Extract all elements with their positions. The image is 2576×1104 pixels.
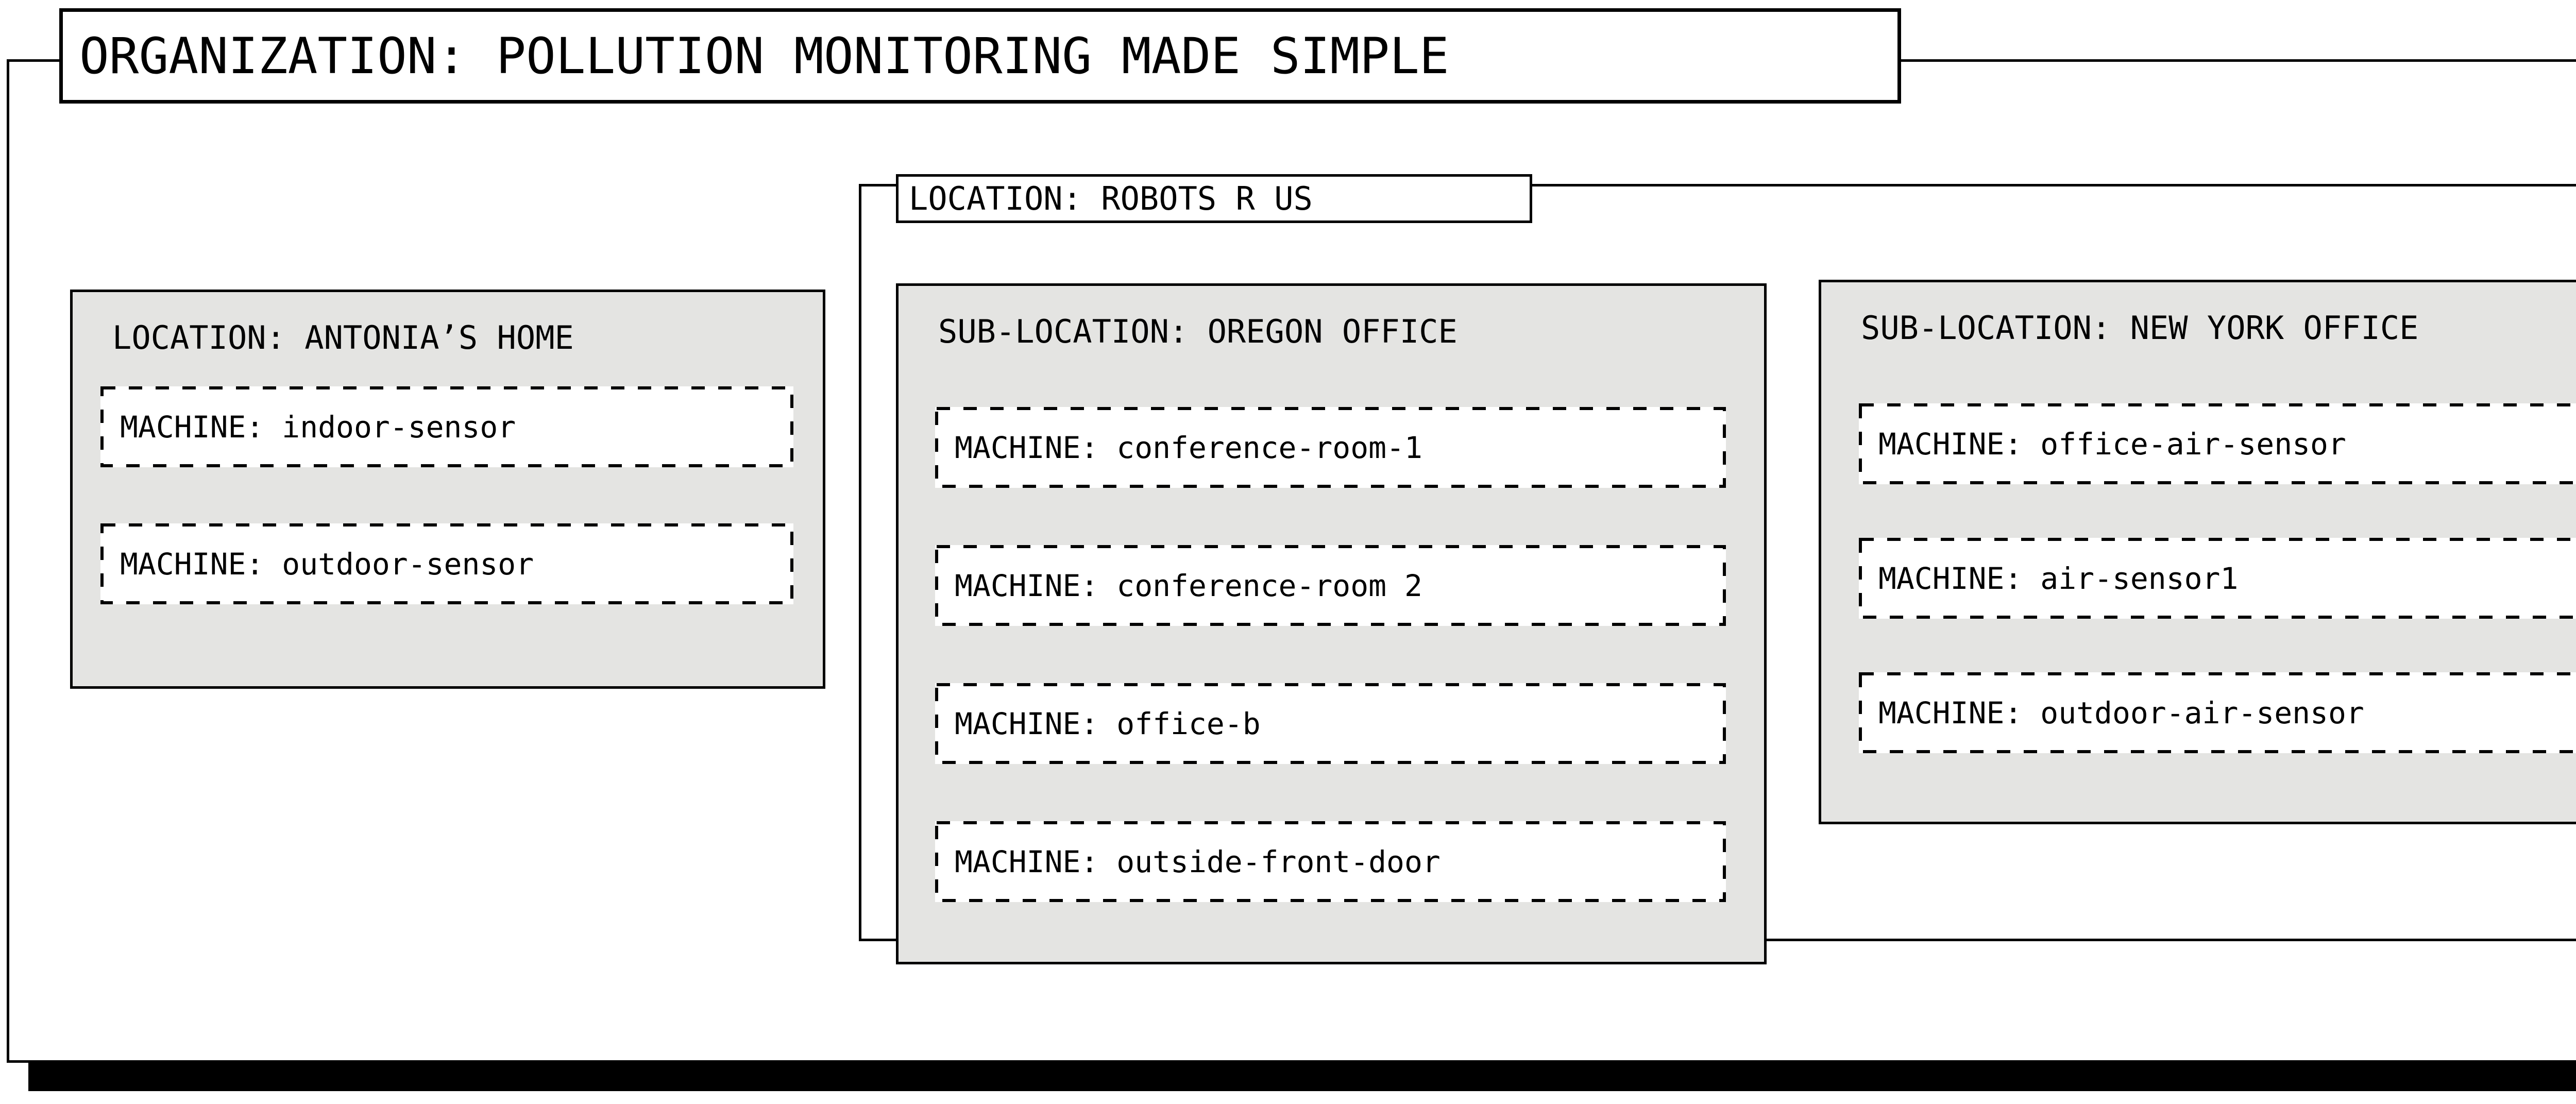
location-heading-antonias-home: LOCATION: ANTONIA’S HOME — [112, 319, 574, 356]
machine-box-office-b[interactable]: MACHINE: office-b — [935, 683, 1726, 764]
organization-title-box: ORGANIZATION: POLLUTION MONITORING MADE … — [59, 8, 1901, 104]
sublocation-heading-new-york-office: SUB-LOCATION: NEW YORK OFFICE — [1861, 309, 2419, 347]
sublocation-heading-oregon-office: SUB-LOCATION: OREGON OFFICE — [938, 313, 1458, 350]
machine-label: MACHINE: conference-room 2 — [955, 568, 1422, 603]
machine-box-outdoor-sensor[interactable]: MACHINE: outdoor-sensor — [100, 523, 793, 604]
location-box-antonias-home: LOCATION: ANTONIA’S HOME — [70, 290, 825, 689]
machine-label: MACHINE: conference-room-1 — [955, 430, 1422, 465]
machine-box-conference-room-1[interactable]: MACHINE: conference-room-1 — [935, 407, 1726, 488]
machine-label: MACHINE: office-b — [955, 706, 1261, 741]
machine-label: MACHINE: office-air-sensor — [1878, 426, 2346, 462]
machine-box-air-sensor1[interactable]: MACHINE: air-sensor1 — [1859, 538, 2576, 619]
location-title-box-robots-r-us: LOCATION: ROBOTS R US — [896, 174, 1532, 223]
machine-box-outside-front-door[interactable]: MACHINE: outside-front-door — [935, 821, 1726, 902]
machine-box-indoor-sensor[interactable]: MACHINE: indoor-sensor — [100, 386, 793, 467]
machine-label: MACHINE: air-sensor1 — [1878, 561, 2239, 596]
machine-box-outdoor-air-sensor[interactable]: MACHINE: outdoor-air-sensor — [1859, 672, 2576, 753]
machine-label: MACHINE: outside-front-door — [955, 844, 1440, 879]
machine-label: MACHINE: indoor-sensor — [120, 409, 516, 445]
machine-label: MACHINE: outdoor-sensor — [120, 546, 534, 582]
machine-box-office-air-sensor[interactable]: MACHINE: office-air-sensor — [1859, 403, 2576, 484]
location-title-robots-r-us: LOCATION: ROBOTS R US — [909, 180, 1313, 217]
machine-box-conference-room-2[interactable]: MACHINE: conference-room 2 — [935, 545, 1726, 626]
machine-label: MACHINE: outdoor-air-sensor — [1878, 695, 2364, 731]
page-title: ORGANIZATION: POLLUTION MONITORING MADE … — [79, 27, 1449, 85]
